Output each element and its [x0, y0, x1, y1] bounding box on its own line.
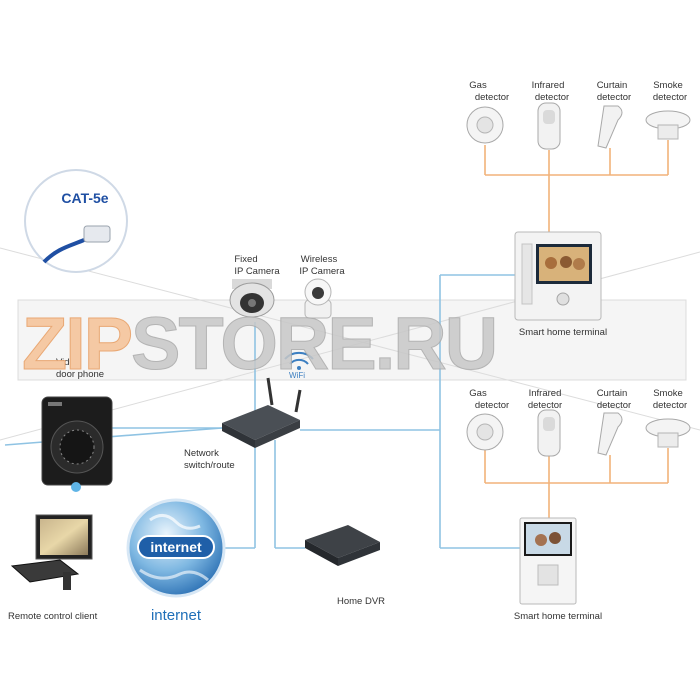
smart-home-terminal-top [514, 231, 602, 321]
smoke-detector-top [645, 110, 691, 140]
dvr-label: Home DVR [337, 596, 385, 607]
fixed-camera-label-line2: IP Camera [234, 266, 280, 277]
curtain-detector-top [597, 105, 623, 149]
internet-caption: internet [151, 607, 202, 624]
detector-bottom-4-line2: detector [653, 400, 687, 411]
detector-bottom-3-line2: detector [597, 400, 631, 411]
wireless-ip-camera [304, 278, 332, 319]
terminal-bottom-label: Smart home terminal [514, 611, 602, 622]
cat5e-cable-badge: CAT-5e [24, 169, 128, 273]
switch-label-line1: Network [184, 448, 219, 459]
wifi-label: WiFi [289, 371, 305, 380]
sensor-lines [484, 140, 669, 520]
remote-client-label: Remote control client [8, 611, 98, 622]
door-phone-label-line2: door phone [56, 369, 104, 380]
wireless-camera-label-line2: IP Camera [299, 266, 345, 277]
gas-detector-bottom [466, 413, 504, 451]
curtain-detector-bottom [597, 412, 623, 456]
watermark-gray: STORE.RU [131, 302, 496, 385]
detector-bottom-4-line1: Smoke [653, 388, 683, 399]
wireless-camera-label-line1: Wireless [301, 254, 338, 265]
detector-top-4-line2: detector [653, 92, 687, 103]
wifi-icon [284, 351, 314, 370]
detector-bottom-1-line1: Gas [469, 388, 487, 399]
detector-top-3-line2: detector [597, 92, 631, 103]
network-lines [4, 274, 520, 549]
infrared-detector-bottom [537, 409, 561, 457]
cat5e-label: CAT-5e [61, 190, 108, 206]
watermark-text: ZIPSTORE.RU [22, 302, 496, 385]
home-dvr [305, 525, 380, 566]
detector-top-2-line1: Infrared [532, 80, 565, 91]
terminal-top-label: Smart home terminal [519, 327, 607, 338]
fixed-ip-camera [229, 279, 275, 318]
remote-client-computer [10, 514, 93, 590]
switch-label-line2: switch/route [184, 460, 235, 471]
smoke-detector-bottom [645, 418, 691, 448]
detector-top-4-line1: Smoke [653, 80, 683, 91]
fixed-camera-label-line1: Fixed [234, 254, 257, 265]
watermark-cross-line [0, 247, 700, 431]
internet-globe [126, 498, 226, 598]
gas-detector-top [466, 106, 504, 144]
infrared-detector-top [537, 102, 561, 150]
detector-top-1-line2: detector [475, 92, 509, 103]
detector-top-1-line1: Gas [469, 80, 487, 91]
watermark-orange: ZIP [22, 302, 131, 385]
detector-bottom-3-line1: Curtain [597, 388, 628, 399]
detector-bottom-2-line1: Infrared [529, 388, 562, 399]
door-phone-label-line1: Video [56, 357, 80, 368]
network-switch [222, 377, 302, 448]
detector-top-2-line2: detector [535, 92, 569, 103]
detector-bottom-2-line2: detector [528, 400, 562, 411]
detector-top-3-line1: Curtain [597, 80, 628, 91]
smart-home-terminal-bottom [519, 517, 577, 605]
globe-label: internet [150, 539, 202, 555]
video-door-phone [41, 396, 113, 492]
detector-bottom-1-line2: detector [475, 400, 509, 411]
